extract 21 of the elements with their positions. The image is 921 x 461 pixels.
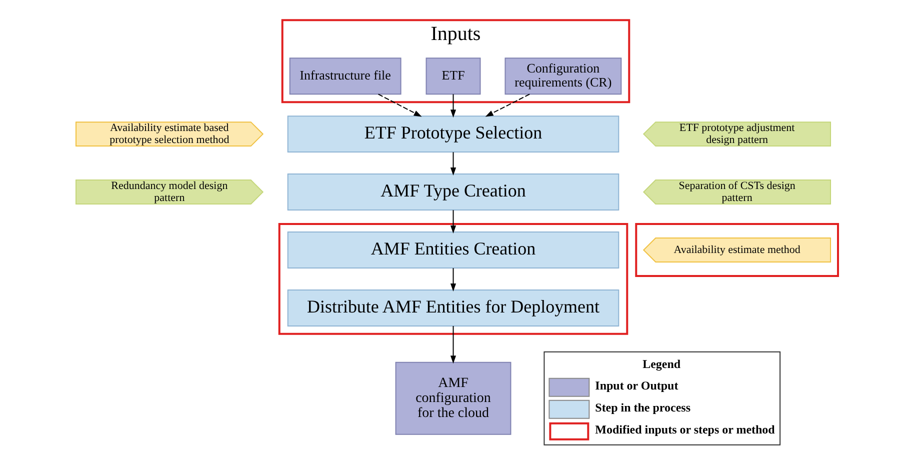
label: Legend	[642, 357, 680, 372]
node-box: AMF Entities Creation	[286, 232, 619, 268]
node-box: Configuration requirements (CR)	[504, 58, 622, 95]
arrow	[377, 94, 422, 117]
node-box: Distribute AMF Entities for Deployment	[286, 289, 619, 326]
arrow	[450, 268, 456, 292]
arrow	[450, 210, 456, 234]
cluster	[634, 223, 838, 277]
legend-label: Input or Output	[594, 378, 678, 392]
arrow	[484, 94, 530, 117]
cluster	[278, 223, 628, 335]
legend-label: Step in the process	[594, 400, 690, 414]
node-box: AMF Type Creation	[286, 174, 619, 211]
node-box: Infrastructure file	[288, 58, 401, 95]
arrow	[450, 152, 456, 176]
arrow	[450, 94, 456, 118]
node-box: AMF configuration for the cloud	[394, 362, 511, 435]
node-box: ETF Prototype Selection	[286, 116, 619, 153]
arrow	[450, 326, 456, 364]
legend-label: Modified inputs or steps or method	[594, 422, 774, 436]
node-box: ETF	[425, 58, 480, 95]
